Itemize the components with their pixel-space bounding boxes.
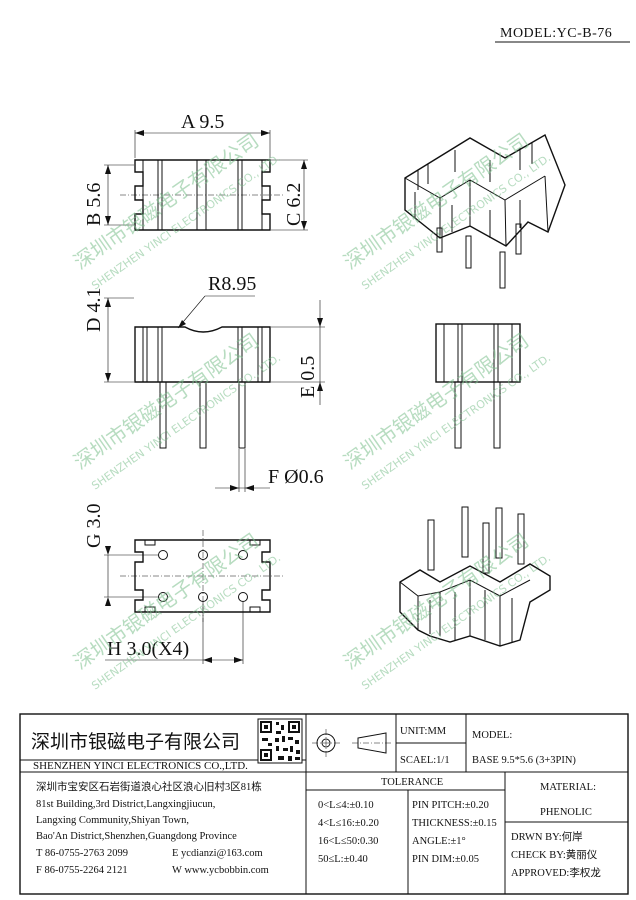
- dim-b: B 5.6: [83, 183, 105, 226]
- dim-f: F Ø0.6: [268, 466, 324, 488]
- unit: UNIT:MM: [400, 726, 447, 737]
- material-label: MATERIAL:: [540, 782, 596, 793]
- title-block: [19, 713, 629, 895]
- company-cn: 深圳市银磁电子有限公司: [31, 731, 240, 753]
- pin-spec-2: THICKNESS:±0.15: [412, 818, 497, 829]
- isometric-view-bottom: [399, 506, 551, 647]
- side-view: [435, 323, 521, 449]
- scale: SCAEL:1/1: [400, 755, 450, 766]
- watermark-cn: 深圳市银磁电子有限公司: [69, 328, 263, 474]
- tolerance-row-3: 16<L≤50:0.30: [318, 836, 378, 847]
- pin-spec-4: PIN DIM:±0.05: [412, 854, 479, 865]
- front-view: [104, 295, 325, 492]
- tolerance-row-2: 4<L≤16:±0.20: [318, 818, 379, 829]
- tolerance-row-1: 0<L≤4:±0.10: [318, 800, 374, 811]
- bottom-view: [104, 530, 285, 664]
- material-value: PHENOLIC: [540, 807, 592, 818]
- qr-code: [257, 718, 303, 764]
- tolerance-label: TOLERANCE: [381, 777, 443, 788]
- watermark-group: 深圳市银磁电子有限公司 SHENZHEN YINCI ELECTRONICS C…: [69, 128, 553, 692]
- dim-a: A 9.5: [181, 111, 224, 133]
- tolerance-row-4: 50≤L:±0.40: [318, 854, 368, 865]
- web: W www.ycbobbin.com: [172, 865, 269, 876]
- dim-e: E 0.5: [297, 356, 319, 398]
- watermark-cn: 深圳市银磁电子有限公司: [339, 528, 533, 674]
- dim-c: C 6.2: [283, 183, 305, 226]
- pin-spec-3: ANGLE:±1°: [412, 836, 466, 847]
- approved-by: APPROVED:李权龙: [511, 866, 601, 879]
- tel: T 86-0755-2763 2099: [36, 848, 128, 859]
- dim-h: H 3.0(X4): [107, 638, 189, 660]
- dim-radius: R8.95: [208, 273, 256, 295]
- projection-symbol: [312, 729, 392, 757]
- address-en-line2: Langxing Community,Shiyan Town,: [36, 815, 189, 826]
- check-by: CHECK BY:黄丽仪: [511, 848, 598, 861]
- top-view: [104, 130, 308, 231]
- address-cn: 深圳市宝安区石岩街道浪心社区浪心旧村3区81栋: [36, 780, 262, 793]
- address-en-line1: 81st Building,3rd District,Langxingjiucu…: [36, 799, 215, 810]
- dim-g: G 3.0: [83, 504, 105, 548]
- pin-spec-1: PIN PITCH:±0.20: [412, 800, 489, 811]
- model-label: MODEL:YC-B-76: [500, 26, 612, 41]
- dim-d: D 4.1: [83, 288, 105, 332]
- model-field-label: MODEL:: [472, 730, 512, 741]
- fax: F 86-0755-2264 2121: [36, 865, 128, 876]
- email: E ycdianzi@163.com: [172, 848, 263, 859]
- address-en-line3: Bao'An District,Shenzhen,Guangdong Provi…: [36, 831, 237, 842]
- model-field-value: BASE 9.5*5.6 (3+3PIN): [472, 755, 576, 766]
- isometric-view-top: [404, 133, 566, 289]
- drawn-by: DRWN BY:何岸: [511, 830, 583, 843]
- company-en: SHENZHEN YINCI ELECTRONICS CO.,LTD.: [33, 760, 248, 772]
